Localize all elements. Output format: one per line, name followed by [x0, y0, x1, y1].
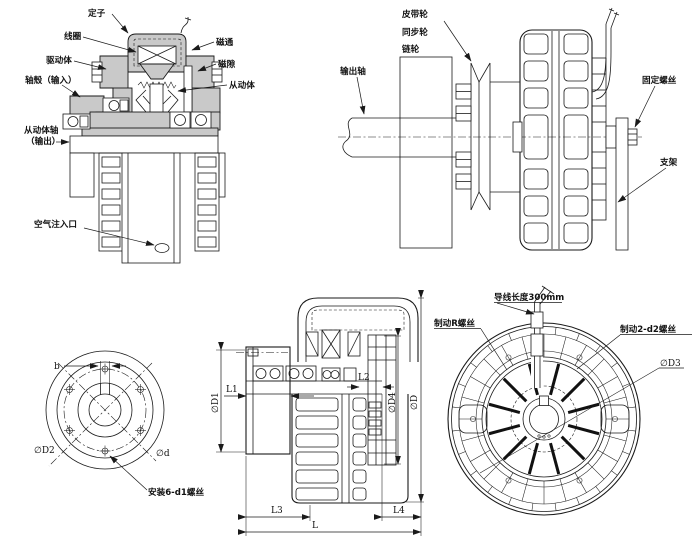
- pulley-bolts: [455, 83, 472, 190]
- pole-piece: [139, 63, 175, 80]
- clutch-body-side: [512, 29, 593, 251]
- bolt-right: [211, 61, 223, 83]
- bearing-ball: [195, 114, 207, 126]
- brake-screw-pocket: [600, 404, 630, 434]
- mounting-side-view: 皮带轮 同步轮 链轮 输出轴 固定螺丝 支架: [338, 7, 678, 251]
- mount-hole: [134, 424, 147, 437]
- wheel-lead-wires: [530, 285, 555, 388]
- wheel-face-view: 导线长度300mm 制动R螺丝 制动2-d2螺丝 ∅D3: [434, 285, 692, 516]
- drum-center: [121, 152, 181, 264]
- dim-l1: L1: [226, 385, 238, 395]
- label-pulley-1: 皮带轮: [401, 8, 428, 20]
- air-inlet-port: [154, 243, 170, 253]
- bearing-ball: [67, 116, 79, 127]
- pulley-block: [399, 56, 453, 249]
- keyway: [539, 395, 549, 406]
- mount-hole: [99, 363, 111, 375]
- brake-screw-pocket: [458, 404, 488, 434]
- label-pulley-3: 链轮: [402, 43, 420, 55]
- keyway: [100, 383, 110, 395]
- label-gap: 磁隙: [218, 58, 236, 70]
- flange-face-view: b ∅D2 ∅d 安装6-d1螺丝: [34, 350, 204, 498]
- fixing-screw: [627, 128, 638, 146]
- bearing-row: [252, 365, 357, 382]
- label-mount-screws: 安装6-d1螺丝: [148, 486, 204, 498]
- label-driven-shaft-2: （输出）: [26, 135, 60, 147]
- stator-outline: [297, 297, 419, 362]
- label-output-shaft: 输出轴: [340, 65, 366, 77]
- label-brake-r-screw: 制动R螺丝: [434, 317, 475, 329]
- dim-dmax: ∅D: [410, 395, 420, 410]
- fin-stack: [291, 394, 409, 504]
- label-brake-d2-screw: 制动2-d2螺丝: [620, 323, 676, 335]
- mount-hole: [63, 424, 76, 437]
- label-lead-length: 导线长度300mm: [494, 291, 564, 303]
- v-pulley-disc: [470, 62, 491, 211]
- label-coil: 线圈: [64, 30, 82, 42]
- label-pulley-2: 同步轮: [402, 26, 428, 38]
- dim-d3: ∅D3: [660, 359, 681, 369]
- label-bracket: 支架: [659, 156, 678, 168]
- dim-d2: ∅D2: [34, 446, 55, 456]
- dim-d4: ∅D4: [388, 392, 398, 413]
- label-stator: 定子: [88, 7, 106, 19]
- label-air-inlet: 空气注入口: [34, 218, 77, 230]
- mount-hole: [134, 383, 147, 396]
- hub-side: [591, 57, 617, 221]
- dim-l3: L3: [271, 506, 283, 516]
- label-fixing-screw: 固定螺丝: [642, 74, 677, 86]
- bore-circle: [529, 404, 559, 434]
- label-drive-body: 驱动体: [46, 54, 72, 66]
- dim-l2: L2: [358, 373, 370, 383]
- driven-shaft-flange: [69, 135, 219, 154]
- dim-d1: ∅D1: [211, 392, 221, 413]
- dimensioned-section-view: L1 ∅D1 L2 ∅D4 ∅D L3 L4 L: [211, 290, 424, 536]
- mount-hole: [63, 383, 76, 396]
- lead-wires: [591, 7, 620, 100]
- bore-circle: [88, 393, 122, 427]
- label-flux: 磁通: [216, 36, 234, 48]
- dim-l: L: [312, 521, 318, 531]
- mount-flange: [245, 346, 291, 455]
- clutch-cross-section-view: 定子 线圈 驱动体 轴殼（输入） 磁通 磁隙 从动体 从动体轴 （输出） 空气注…: [24, 7, 255, 264]
- coil-section: [321, 329, 341, 359]
- bracket-plate: [615, 117, 629, 251]
- dim-b: b: [54, 362, 60, 372]
- mount-hole: [99, 445, 111, 457]
- bearing-ball: [174, 114, 186, 126]
- driven-plate: [183, 65, 193, 113]
- dim-d: ∅d: [156, 449, 170, 459]
- drum-left-wall: [69, 152, 95, 198]
- label-shaft-housing: 轴殼（输入）: [25, 74, 77, 86]
- dim-l4: L4: [393, 506, 405, 516]
- label-driven-shaft-1: 从动体轴: [24, 124, 59, 136]
- bearing-ball: [108, 100, 120, 111]
- bolt-left: [91, 61, 103, 83]
- flange-outer-circle: [45, 350, 165, 470]
- stator-lead-wire: [180, 16, 189, 34]
- label-driven-body: 从动体: [229, 79, 255, 91]
